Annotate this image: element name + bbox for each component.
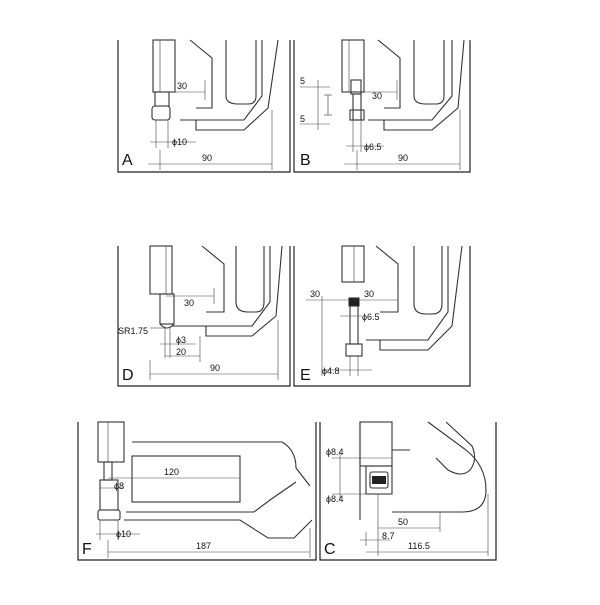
panel-e-dim-dia-top: ɸ6.5 bbox=[362, 312, 379, 322]
panel-e-body bbox=[380, 246, 449, 341]
panel-a-punch-tip bbox=[151, 105, 171, 121]
panel-b: 5 5 30 ɸ6.5 90 B bbox=[293, 39, 471, 173]
panel-c-letter: C bbox=[324, 541, 336, 558]
panel-d-frame bbox=[117, 246, 291, 387]
panel-a: 30 ɸ10 90 A bbox=[117, 39, 291, 173]
panel-a-dim-90: 90 bbox=[202, 153, 212, 163]
panel-f-dim-dia-bot: ɸ10 bbox=[116, 529, 131, 539]
panel-f-lower bbox=[126, 481, 297, 513]
panel-a-letter: A bbox=[122, 152, 133, 169]
panel-b-punch-tip bbox=[349, 109, 365, 121]
panel-a-punch bbox=[154, 91, 170, 107]
panel-c-dim-dia-bot: ɸ8.4 bbox=[326, 494, 343, 504]
panel-b-letter: B bbox=[300, 152, 311, 169]
panel-b-dim-dia: ɸ6.5 bbox=[364, 142, 381, 152]
panel-c-dim-50: 50 bbox=[398, 517, 408, 527]
panel-e-collar bbox=[348, 297, 360, 307]
panel-b-slot bbox=[413, 40, 445, 105]
panel-d-body bbox=[206, 246, 271, 327]
panel-c-frame bbox=[319, 422, 497, 561]
panel-e-throat bbox=[375, 245, 399, 313]
panel-f-frame bbox=[77, 422, 317, 561]
panel-c: ɸ8.4 ɸ8.4 50 8.7 116.5 C bbox=[319, 421, 497, 561]
panel-d-dim-90: 90 bbox=[210, 363, 220, 373]
panel-e-dim-30: 30 bbox=[364, 289, 374, 299]
panel-e-frame bbox=[293, 246, 471, 387]
panel-c-die-core bbox=[372, 476, 386, 484]
panel-d-dim-30: 30 bbox=[184, 298, 194, 308]
panel-d-punch-tip bbox=[159, 323, 175, 329]
panel-b-punch bbox=[352, 93, 362, 121]
panel-b-body bbox=[384, 40, 453, 121]
panel-a-dim-dia: ɸ10 bbox=[172, 137, 187, 147]
panel-f-letter: F bbox=[82, 541, 92, 558]
panel-c-holder bbox=[359, 421, 393, 467]
panel-b-dim-h-top: 5 bbox=[300, 76, 305, 86]
panel-b-outline bbox=[368, 39, 465, 131]
panel-a-dim-30: 30 bbox=[177, 81, 187, 91]
panel-f-dim-187: 187 bbox=[196, 541, 211, 551]
panel-c-dim-total: 116.5 bbox=[408, 541, 430, 551]
panel-e-punch-tip bbox=[345, 343, 363, 357]
panel-d-dim-dia: ɸ3 bbox=[176, 335, 186, 345]
panel-c-die-inner bbox=[369, 471, 389, 489]
panel-f-punch-tip bbox=[97, 509, 121, 521]
panel-e: 30 30 ɸ6.5 ɸ4.8 E bbox=[293, 245, 471, 387]
panel-b-throat bbox=[377, 39, 401, 109]
panel-b-dim-30: 30 bbox=[372, 91, 382, 101]
panel-f-top bbox=[132, 441, 311, 487]
panel-d-letter: D bbox=[122, 367, 134, 384]
panel-f-throat bbox=[131, 455, 241, 503]
panel-c-slot bbox=[435, 421, 476, 475]
panel-a-frame bbox=[117, 40, 291, 173]
panel-c-dim-dia-top: ɸ8.4 bbox=[326, 447, 343, 457]
panel-f-dim-dia-top: ɸ8 bbox=[114, 481, 124, 491]
panel-e-dim-30l: 30 bbox=[310, 289, 320, 299]
panel-b-dim-h-bot: 5 bbox=[300, 114, 305, 124]
panel-f-dim-120: 120 bbox=[164, 467, 179, 477]
panel-f-holder bbox=[97, 421, 125, 463]
panel-d-throat bbox=[201, 245, 225, 313]
panel-a-body bbox=[196, 40, 263, 121]
panel-d-holder bbox=[149, 245, 173, 295]
panel-a-slot bbox=[225, 40, 257, 105]
panel-a-throat bbox=[189, 39, 213, 109]
panel-b-frame bbox=[293, 40, 471, 173]
panel-d-dim-sr: SR1.75 bbox=[118, 326, 148, 336]
panel-f-outline bbox=[124, 519, 313, 539]
panel-d: 30 SR1.75 ɸ3 20 90 D bbox=[117, 245, 291, 387]
panel-d-outline bbox=[172, 245, 283, 337]
panel-a-holder bbox=[152, 39, 176, 93]
panel-d-slot bbox=[235, 246, 265, 313]
panel-e-holder bbox=[341, 245, 365, 283]
panel-a-outline bbox=[180, 39, 279, 131]
panel-e-outline bbox=[366, 245, 463, 351]
panel-e-punch bbox=[349, 305, 359, 345]
panel-f: 120 ɸ8 ɸ10 187 F bbox=[77, 421, 317, 561]
panel-d-punch bbox=[159, 293, 175, 325]
panel-e-dim-dia-bot: ɸ4.8 bbox=[322, 366, 339, 376]
panel-d-dim-20: 20 bbox=[176, 347, 186, 357]
panel-b-dim-90: 90 bbox=[398, 153, 408, 163]
panel-e-slot bbox=[413, 246, 443, 315]
panel-f-punch bbox=[103, 461, 113, 481]
panel-b-holder bbox=[341, 39, 365, 93]
panel-c-arm bbox=[392, 421, 487, 513]
panel-e-letter: E bbox=[300, 367, 311, 384]
panel-c-dim-87: 8.7 bbox=[382, 531, 395, 541]
